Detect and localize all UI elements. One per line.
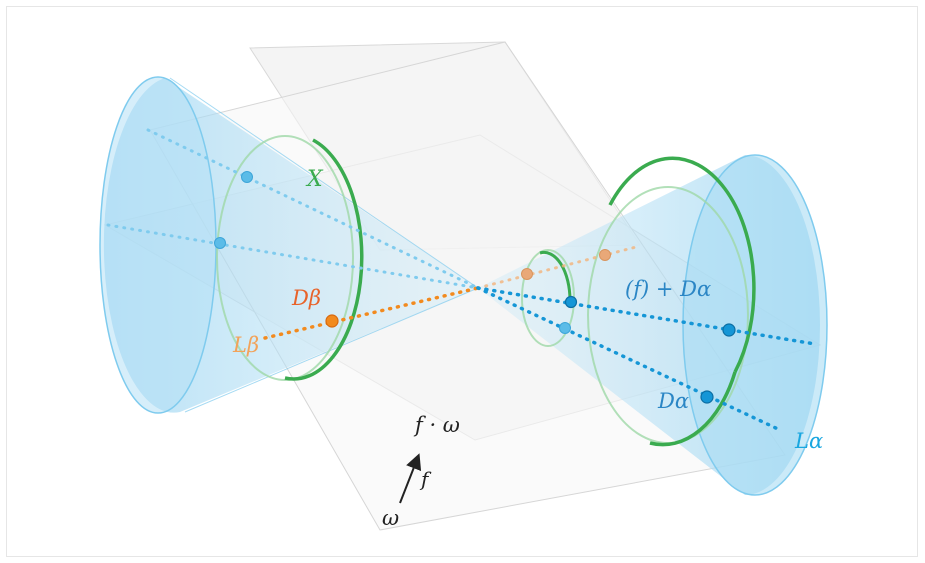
- label-omega: ω: [382, 506, 399, 530]
- curve-D-alpha: [649, 371, 737, 447]
- small-green-curve: [539, 250, 572, 301]
- point-orange-faint-2: [599, 249, 611, 261]
- line-upper-left: [146, 128, 480, 290]
- label-D-alpha: Dα: [657, 389, 689, 413]
- left-cone: [99, 76, 479, 414]
- label-f-D-alpha: (f) + Dα: [625, 277, 711, 301]
- right-cone: [478, 154, 828, 496]
- label-L-alpha: Lα: [794, 429, 823, 453]
- left-cone-outline-bottom: [184, 287, 479, 413]
- label-D-beta: Dβ: [291, 286, 321, 310]
- label-L-beta: Lβ: [232, 333, 259, 357]
- lines: [106, 128, 817, 432]
- point-small-lower: [559, 322, 571, 334]
- label-X: X: [305, 167, 324, 192]
- line-L-beta: [263, 286, 480, 340]
- label-f-dot-omega: f · ω: [413, 413, 460, 437]
- points: [214, 171, 736, 404]
- left-cone-outline-top: [169, 77, 479, 289]
- point-mid-left: [214, 237, 226, 249]
- line-mid-left: [106, 223, 480, 290]
- point-f-D-alpha: [722, 323, 736, 337]
- point-D-beta: [325, 314, 339, 328]
- curve-X: [284, 138, 364, 381]
- point-D-alpha: [700, 390, 714, 404]
- line-L-alpha: [476, 286, 782, 432]
- line-to-f-D-alpha: [476, 286, 817, 346]
- point-orange-faint-1: [521, 268, 533, 280]
- point-upper-left: [241, 171, 253, 183]
- point-small-curve: [564, 295, 578, 309]
- arrow-f: [399, 453, 422, 504]
- left-cone-rim: [99, 76, 217, 414]
- curve-f-plus-D-alpha: [608, 156, 756, 373]
- left-inner-ellipse: [216, 135, 354, 381]
